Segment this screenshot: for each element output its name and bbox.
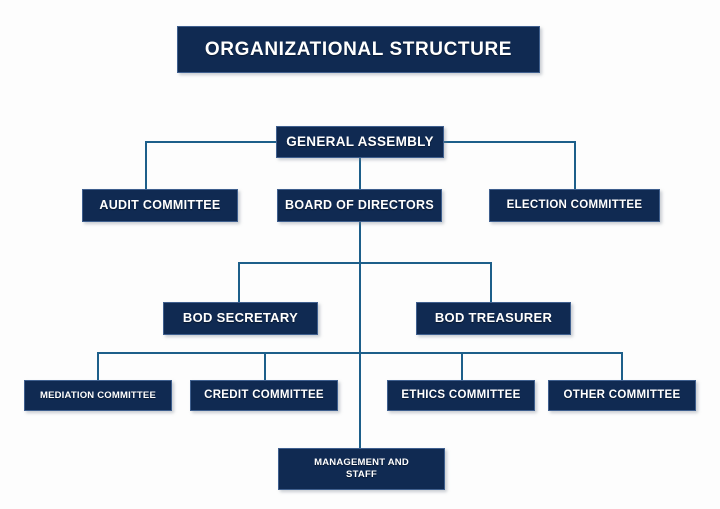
node-bod-treasurer-label: BOD TREASURER [434,310,553,326]
node-credit-committee-label: CREDIT COMMITTEE [204,389,324,402]
node-management-and-staff-label-line2: STAFF [346,469,377,480]
node-bod-secretary[interactable]: BOD SECRETARY [163,302,318,335]
connector-to-ethics-vertical [461,352,463,381]
connector-committees-horizontal [97,352,623,354]
node-mediation-committee[interactable]: MEDIATION COMMITTEE [24,380,172,411]
chart-title-text: ORGANIZATIONAL STRUCTURE [204,38,513,60]
node-audit-committee[interactable]: AUDIT COMMITTEE [82,189,238,222]
node-other-committee-label: OTHER COMMITTEE [563,389,681,402]
connector-ga-to-bod-vertical [359,156,361,189]
connector-bod-to-officers-horizontal [238,262,492,264]
node-bod-treasurer[interactable]: BOD TREASURER [416,302,571,335]
node-audit-committee-label: AUDIT COMMITTEE [99,197,221,212]
connector-bod-to-treasurer-vertical [490,262,492,303]
connector-bod-to-secretary-vertical [238,262,240,303]
node-election-committee-label: ELECTION COMMITTEE [506,199,643,212]
connector-to-other-vertical [621,352,623,381]
node-other-committee[interactable]: OTHER COMMITTEE [548,380,696,411]
node-board-of-directors-label: BOARD OF DIRECTORS [285,197,434,212]
node-bod-secretary-label: BOD SECRETARY [182,310,299,326]
connector-ga-to-election-horizontal [442,141,576,143]
connector-to-credit-vertical [264,352,266,381]
node-general-assembly-label: GENERAL ASSEMBLY [286,133,434,149]
node-credit-committee[interactable]: CREDIT COMMITTEE [190,380,338,411]
node-general-assembly[interactable]: GENERAL ASSEMBLY [276,126,444,158]
connector-ga-to-election-vertical [574,141,576,189]
connector-to-mediation-vertical [97,352,99,381]
node-ethics-committee-label: ETHICS COMMITTEE [401,389,521,402]
node-board-of-directors[interactable]: BOARD OF DIRECTORS [277,189,442,222]
node-ethics-committee[interactable]: ETHICS COMMITTEE [387,380,535,411]
node-management-and-staff[interactable]: MANAGEMENT AND STAFF [278,448,445,490]
node-election-committee[interactable]: ELECTION COMMITTEE [489,189,660,222]
node-mediation-committee-label: MEDIATION COMMITTEE [39,389,157,401]
connector-ga-to-audit-vertical [145,141,147,189]
node-management-and-staff-label-line1: MANAGEMENT AND [314,457,409,469]
chart-title-box: ORGANIZATIONAL STRUCTURE [177,26,540,73]
connector-ga-to-audit-horizontal [145,141,278,143]
connector-bod-main-trunk-vertical [359,221,361,449]
